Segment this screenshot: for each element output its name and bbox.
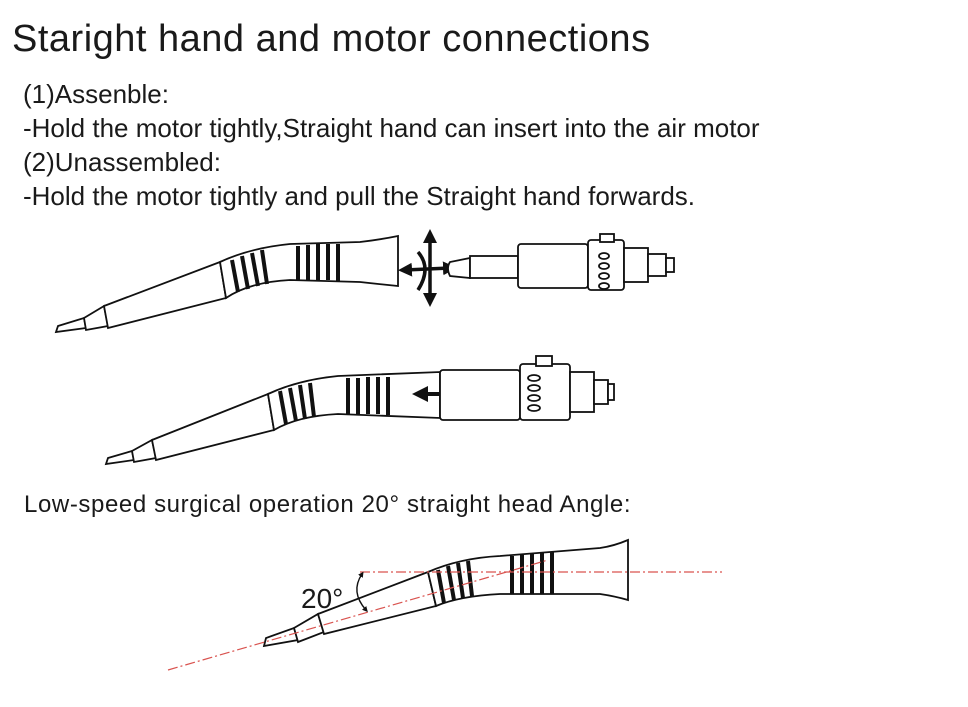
straight-handpiece-assembled	[104, 371, 441, 466]
angle-arc	[356, 571, 368, 613]
air-motor-assembled	[439, 355, 615, 421]
angle-centerlines	[167, 559, 722, 671]
step-2-text: -Hold the motor tightly and pull the Str…	[23, 181, 696, 211]
step-1-heading: (1)Assenble:	[23, 79, 169, 109]
straight-handpiece-detached	[54, 234, 399, 334]
rotate-slide-arrows	[398, 229, 457, 307]
angle-label: 20°	[301, 583, 344, 614]
air-motor-detached	[447, 233, 675, 291]
page-title: Staright hand and motor connections	[12, 18, 651, 60]
section-heading: Low-speed surgical operation 20° straigh…	[24, 491, 632, 518]
instruction-steps: (1)Assenble: -Hold the motor tightly,Str…	[23, 77, 760, 213]
step-2-heading: (2)Unassembled:	[23, 147, 221, 177]
step-1-text: -Hold the motor tightly,Straight hand ca…	[23, 113, 760, 143]
